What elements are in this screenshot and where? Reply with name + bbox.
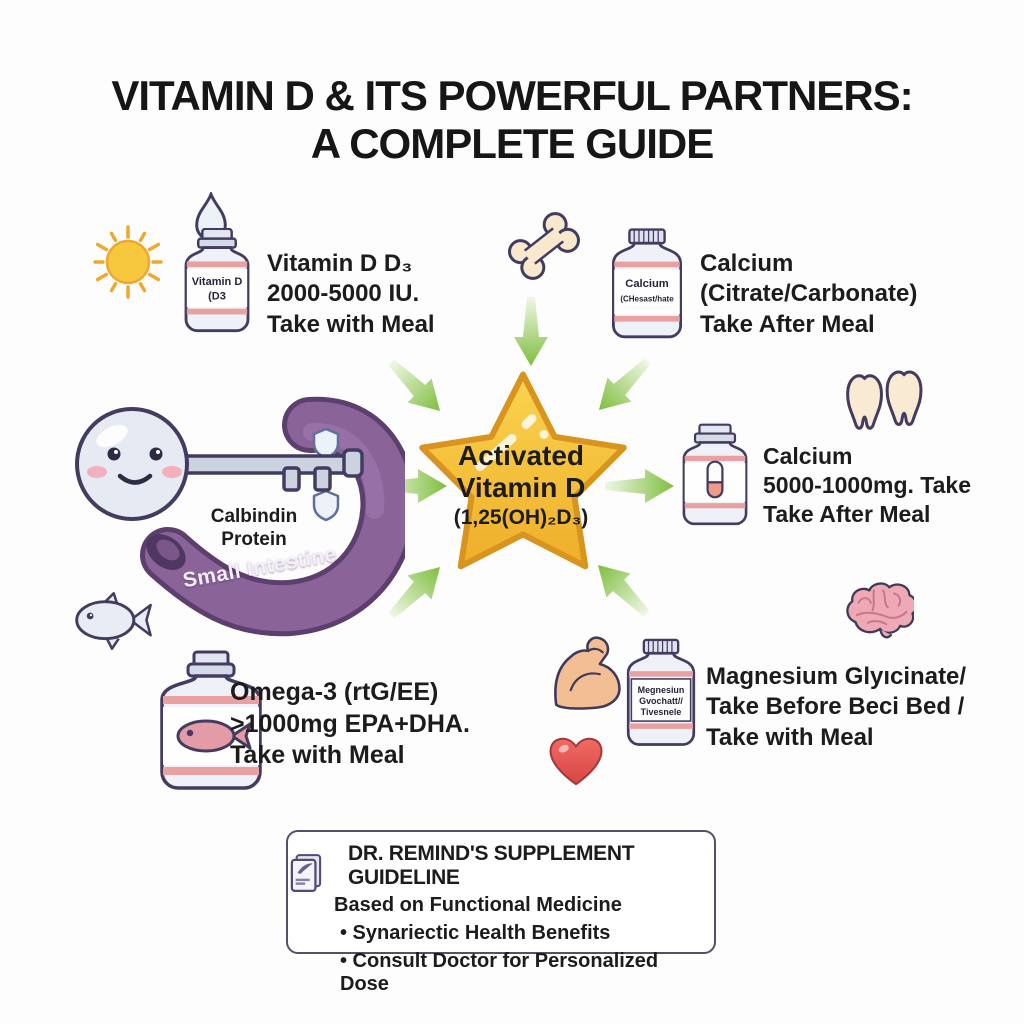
- green-arrow-top-right: [598, 358, 651, 411]
- guideline-heading: DR. REMIND'S SUPPLEMENT GUIDELINE: [348, 842, 635, 889]
- teeth-icon: [846, 370, 923, 430]
- vitamin-d-bottle: Vitamin D (D3: [184, 228, 250, 333]
- green-arrow-top-left: [388, 359, 441, 412]
- activated-vitamin-d-star: [419, 371, 627, 570]
- green-arrow-right-out: [605, 469, 674, 503]
- omega3-bottle: [160, 650, 262, 790]
- vitamin-d-bottle-label-1: Vitamin D: [192, 276, 243, 288]
- green-arrow-top: [514, 297, 548, 366]
- calbindin-label: Calbindin Protein: [196, 506, 312, 552]
- green-arrow-bottom-left: [388, 566, 441, 619]
- page-title: VITAMIN D & ITS POWERFUL PARTNERS: A COM…: [0, 72, 1024, 168]
- omega3-info-line-2: >1000mg EPA+DHA.: [230, 709, 470, 738]
- calcium-dose-bottle: [682, 423, 748, 526]
- calcium-citrate-info-line-1: Calcium: [700, 250, 794, 277]
- guideline-box: DR. REMIND'S SUPPLEMENT GUIDELINE Based …: [286, 830, 716, 995]
- magnesium-bottle-label-2: Gvochatt//: [639, 696, 683, 706]
- star-line-2: Vitamin D: [456, 472, 586, 503]
- vitamin-d-info-line-1: Vitamin D D₃: [267, 250, 413, 277]
- vitamin-d-info-line-2: 2000-5000 IU.: [267, 280, 420, 308]
- calcium-dose-info-line-3: Take After Meal: [763, 501, 931, 528]
- magnesium-info: Magnesium Glyıcinate/ Take Before Beci B…: [706, 663, 966, 754]
- calcium-citrate-info: Calcium (Citrate/Carbonate) Take After M…: [700, 250, 917, 341]
- bone-icon: [508, 212, 580, 280]
- brain-icon: [846, 582, 914, 639]
- vitamin-d-info-line-3: Take with Meal: [267, 310, 435, 338]
- small-intestine-icon: [140, 396, 405, 637]
- star-line-3: (1,25(OH)₂D₃): [453, 506, 589, 529]
- omega3-info-line-1: Omega-3 (rtG/EE): [230, 678, 439, 706]
- magnesium-info-line-2: Take Before Beci Bed /: [706, 693, 965, 721]
- magnesium-info-line-3: Take with Meal: [706, 723, 874, 751]
- bicep-icon: [554, 636, 621, 710]
- magnesium-info-line-1: Magnesium Glyıcinate/: [706, 663, 967, 690]
- calcium-dose-info-line-2: 5000-1000mg. Take: [763, 472, 971, 499]
- smiling-key-icon: [75, 407, 364, 521]
- magnesium-bottle: Megnesiun Gvochatt// Tivesnele: [626, 638, 696, 746]
- vitamin-d-bottle-label-2: (D3: [208, 291, 226, 303]
- calbindin-line-1: Calbindin: [210, 506, 298, 527]
- calcium-citrate-bottle-label-2: (CHesast/hate: [620, 295, 674, 304]
- fish-icon: [176, 719, 252, 753]
- fish-icon: [75, 592, 152, 650]
- green-arrow-left: [378, 469, 447, 503]
- calcium-citrate-bottle-label-1: Calcium: [625, 278, 669, 290]
- calcium-citrate-bottle: Calcium (CHesast/hate: [612, 228, 682, 339]
- guideline-book-icon: [290, 854, 322, 893]
- sun-icon: [93, 225, 163, 299]
- calcium-dose-info-line-1: Calcium: [763, 443, 853, 469]
- guideline-bullet-2: • Consult Doctor for Personalized Dose: [340, 950, 659, 995]
- heart-icon: [549, 737, 603, 786]
- shield-icon: [312, 489, 340, 522]
- title-line-1: VITAMIN D & ITS POWERFUL PARTNERS:: [111, 72, 913, 119]
- title-line-2: A COMPLETE GUIDE: [310, 120, 714, 167]
- guideline-bullet-1: • Synariectic Health Benefits: [340, 922, 611, 944]
- calcium-citrate-info-line-3: Take After Meal: [700, 310, 875, 338]
- star-text: Activated Vitamin D (1,25(OH)₂D₃): [408, 380, 634, 590]
- magnesium-bottle-label-1: Megnesiun: [638, 685, 685, 695]
- vitamin-d-info: Vitamin D D₃ 2000-5000 IU. Take with Mea…: [267, 250, 435, 341]
- capsule-icon: [706, 460, 724, 499]
- green-arrow-bottom-right: [597, 564, 650, 617]
- omega3-info-line-3: Take with Meal: [230, 741, 405, 769]
- calcium-dose-info: Calcium 5000-1000mg. Take Take After Mea…: [763, 443, 971, 531]
- star-line-1: Activated: [457, 440, 585, 471]
- calbindin-line-2: Protein: [221, 528, 287, 550]
- calcium-citrate-info-line-2: (Citrate/Carbonate): [700, 280, 918, 308]
- guideline-line-1: Based on Functional Medicine: [334, 894, 622, 916]
- omega3-info: Omega-3 (rtG/EE) >1000mg EPA+DHA. Take w…: [230, 678, 470, 773]
- magnesium-bottle-label-3: Tivesnele: [641, 707, 682, 717]
